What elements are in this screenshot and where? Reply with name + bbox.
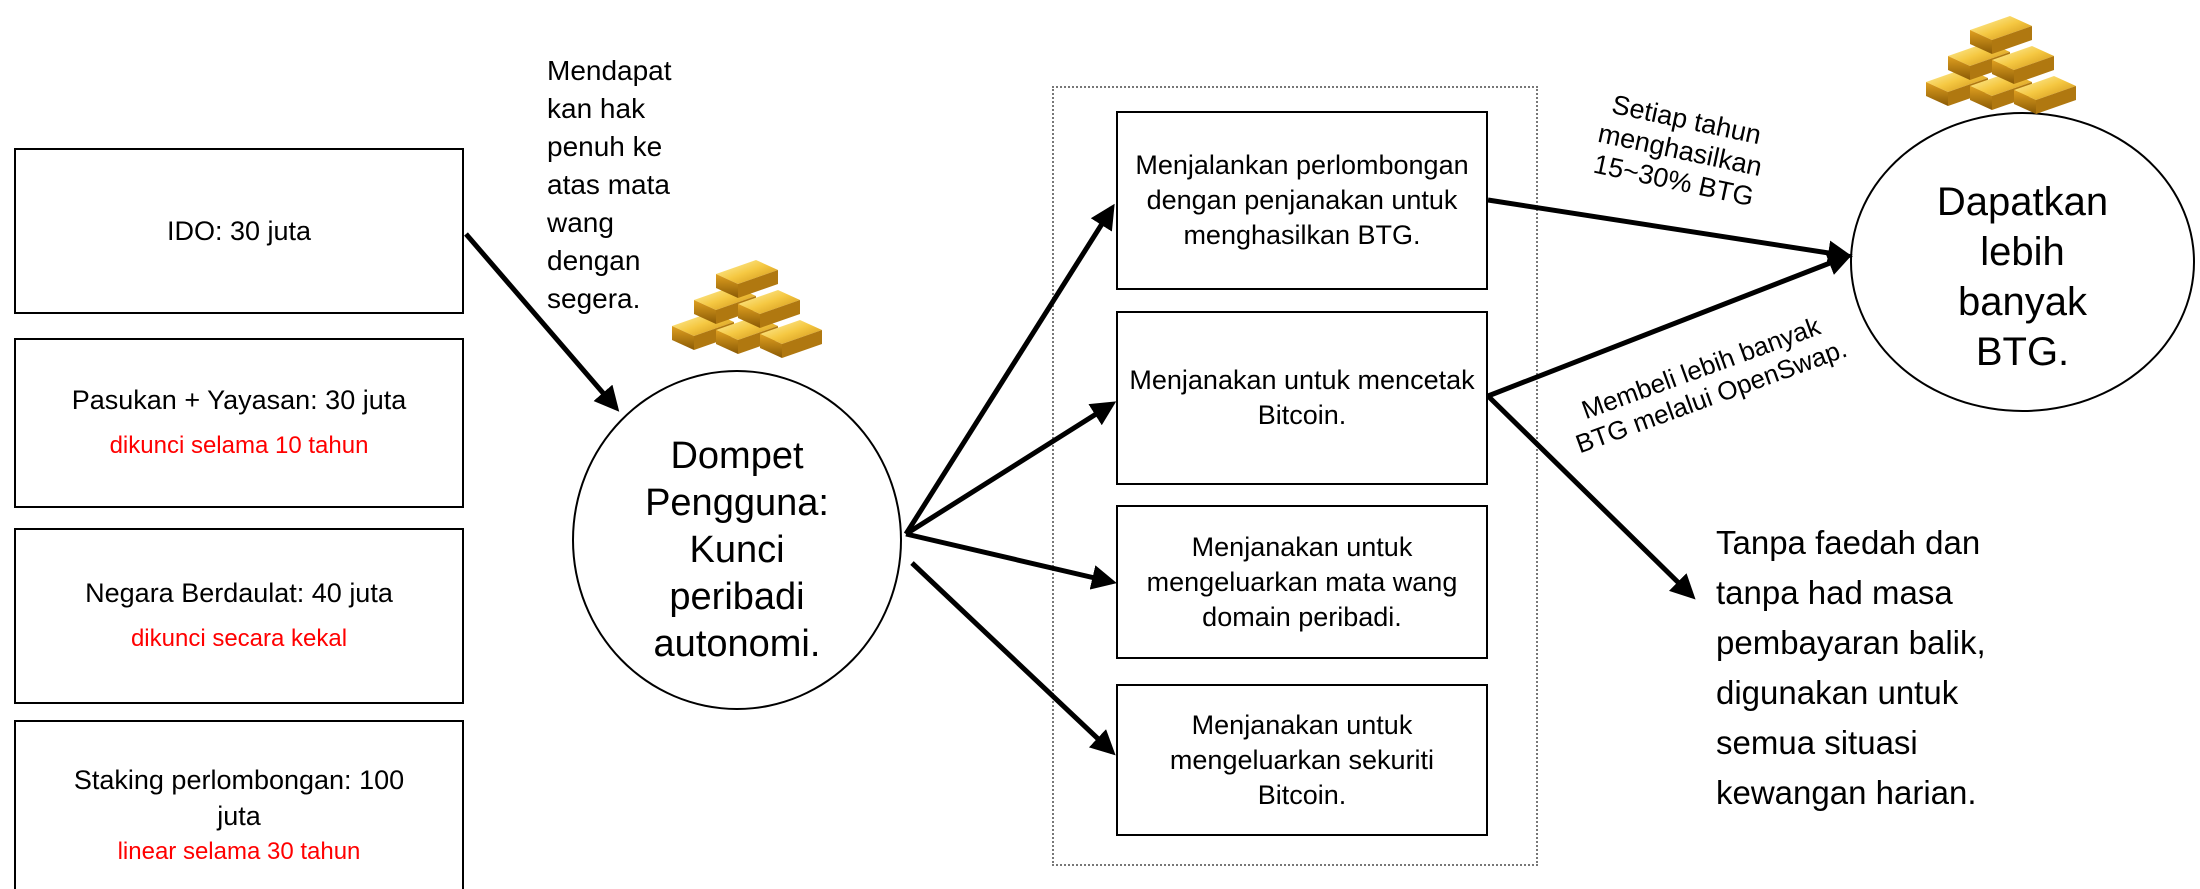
arrow-wallet-to-securities [910,561,1116,756]
result-label: Dapatkan lebih banyak BTG. [1936,180,2109,374]
allocation-label: IDO: 30 juta [166,216,312,246]
arrow-wallet-to-mint [904,401,1117,537]
action-domain-currency-box: Menjanakan untuk mengeluarkan mata wang … [1116,505,1488,659]
wallet-label: Dompet Pengguna: Kunci peribadi autonomi… [645,434,829,665]
allocation-label: Pasukan + Yayasan: 30 juta [71,385,407,415]
action-label: Menjanakan untuk mengeluarkan sekuriti B… [1169,709,1435,810]
wallet-note: Mendapat kan hak penuh ke atas mata wang… [547,55,672,314]
actions-container [1052,86,1538,866]
action-label: Menjalankan perlombongan dengan penjanak… [1135,150,1469,250]
allocation-team-box: Pasukan + Yayasan: 30 juta dikunci selam… [14,338,464,508]
arrow-wallet-to-domain [905,531,1117,590]
arrow-wallet-to-mining [903,203,1115,536]
result-circle: Dapatkan lebih banyak BTG. [1850,112,2195,412]
allocation-sovereign-box: Negara Berdaulat: 40 juta dikunci secara… [14,528,464,704]
user-wallet-circle: Dompet Pengguna: Kunci peribadi autonomi… [572,370,902,710]
allocation-staking-box: Staking perlombongan: 100 juta linear se… [14,720,464,889]
allocation-lock-note: linear selama 30 tahun [117,837,361,865]
action-mint-bitcoin-box: Menjanakan untuk mencetak Bitcoin. [1116,311,1488,485]
arrow-mint-to-benefit [1486,394,1696,600]
allocation-lock-note: dikunci selama 10 tahun [109,432,369,459]
action-securities-box: Menjanakan untuk mengeluarkan sekuriti B… [1116,684,1488,836]
allocation-lock-note: dikunci secara kekal [130,625,348,652]
arrow-mint-to-result [1487,251,1853,399]
arrow-allocations-to-wallet [464,232,620,412]
action-label: Menjanakan untuk mengeluarkan mata wang … [1146,531,1458,632]
allocation-ido-box: IDO: 30 juta [14,148,464,314]
arrow-mining-to-result [1487,197,1853,266]
action-label: Menjanakan untuk mencetak Bitcoin. [1129,365,1475,430]
benefit-note: Tanpa faedah dan tanpa had masa pembayar… [1716,524,1986,811]
allocation-label: Negara Berdaulat: 40 juta [85,578,393,608]
allocation-label: Staking perlombongan: 100 juta [73,764,405,831]
action-mining-box: Menjalankan perlombongan dengan penjanak… [1116,111,1488,290]
